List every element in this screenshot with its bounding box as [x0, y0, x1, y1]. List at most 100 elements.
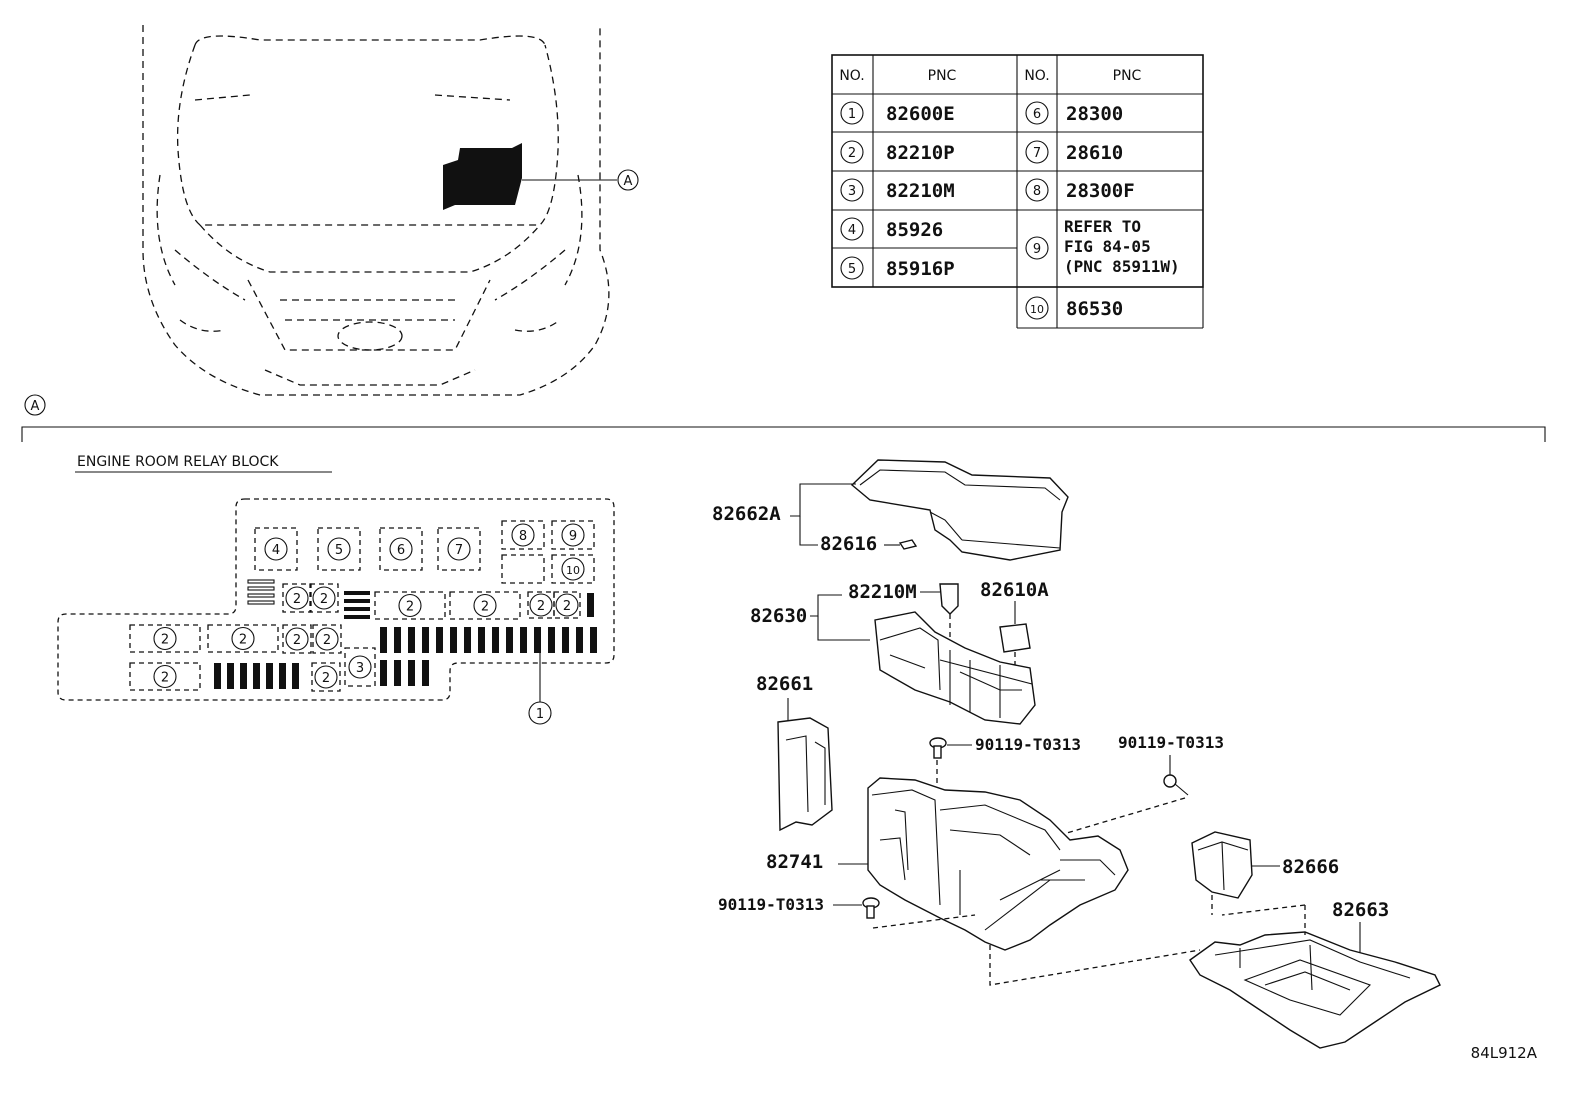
relay-slot-box — [312, 624, 342, 654]
relay-slot-circle — [285, 627, 309, 651]
relay-slot-circle — [389, 537, 413, 561]
fuse-bar — [279, 663, 286, 689]
fuse-bar — [422, 627, 429, 653]
bolt-1-part — [929, 737, 947, 759]
section-a-frame: A — [21, 394, 1546, 442]
relay-slot-label: 2 — [161, 671, 169, 686]
table-no-circle — [840, 217, 864, 241]
table-no-circle — [1025, 140, 1049, 164]
cover-part — [850, 459, 1069, 561]
table-no-circle — [1025, 296, 1049, 320]
table-header-pnc-left: PNC — [928, 68, 957, 84]
relay-slot-label: 3 — [356, 661, 364, 676]
relay-m-part — [939, 583, 959, 615]
relay-slot-box — [282, 583, 312, 613]
fuse-bar — [227, 663, 234, 689]
label-bracket: 82661 — [756, 673, 813, 695]
table-pnc: 28300F — [1066, 180, 1135, 202]
mini-fuse-slot — [247, 600, 275, 605]
relay-slot-box — [551, 520, 595, 550]
relay-slot-circle — [473, 593, 497, 618]
fuse-bar — [214, 663, 221, 689]
fuse-bar — [562, 627, 569, 653]
relay-slot-box — [551, 554, 595, 584]
relay-slot-circle — [231, 626, 255, 651]
label-relay-m: 82210M — [848, 581, 917, 603]
fuse-bar — [394, 660, 401, 686]
relay-slot-box — [311, 662, 341, 692]
relay-slot-circle — [285, 586, 309, 610]
label-bolt-2: 90119-T0313 — [1118, 733, 1224, 752]
relay-slot-box — [374, 591, 446, 620]
mini-fuse-slot — [247, 586, 275, 591]
label-tray: 82663 — [1332, 899, 1389, 921]
relay-slot-box — [317, 527, 361, 571]
bolt-3-part — [862, 897, 880, 919]
relay-slot-box — [437, 527, 481, 571]
label-bolt-1: 90119-T0313 — [975, 735, 1081, 754]
relay-slot-box — [207, 624, 279, 653]
side-part — [1191, 831, 1253, 899]
fuse-bar — [408, 627, 415, 653]
relay-slot-box — [553, 591, 581, 619]
relay-slot-box — [254, 527, 298, 571]
table-pnc: 85916P — [886, 258, 955, 280]
relay-slot-circle — [327, 537, 351, 561]
relay-slot-box — [501, 520, 545, 550]
table-pnc: 86530 — [1066, 298, 1123, 320]
clip-part — [898, 539, 918, 550]
relay-slot-circle — [398, 593, 422, 618]
table-no: 2 — [848, 146, 856, 161]
relay-slot-label: 2 — [293, 592, 301, 607]
relay-slot-circle — [447, 537, 471, 561]
table-no-circle — [840, 101, 864, 125]
table-pnc: 28300 — [1066, 103, 1123, 125]
table-pnc: 85926 — [886, 219, 943, 241]
table-no-circle — [840, 140, 864, 164]
label-bolt-3: 90119-T0313 — [718, 895, 824, 914]
relay-slot-label: 2 — [323, 633, 331, 648]
table-no: 5 — [848, 262, 856, 277]
car-front-view: A — [142, 25, 639, 396]
table-no-circle — [1025, 101, 1049, 125]
fuse-bar — [587, 593, 594, 617]
table-no-circle — [840, 256, 864, 280]
label-lower-box: 82741 — [766, 851, 823, 873]
fuse-bar — [520, 627, 527, 653]
table-no-circle — [840, 178, 864, 202]
relay-slot-label: 10 — [566, 564, 580, 577]
exploded-parts: 82662A 82616 82210M 82610A 82630 — [712, 459, 1441, 1049]
table-pnc: 82600E — [886, 103, 955, 125]
relay-slot-circle — [511, 523, 535, 547]
table-no: 3 — [848, 184, 856, 199]
figure-id: 84L912A — [1471, 1044, 1538, 1062]
relay-slot-label: 2 — [320, 592, 328, 607]
mini-fuse-slot — [247, 593, 275, 598]
table-no: 4 — [848, 223, 856, 238]
fuse-bar — [266, 663, 273, 689]
mini-fuse-filled — [344, 591, 370, 595]
fuse-bar — [576, 627, 583, 653]
relay-slot-label: 2 — [322, 671, 330, 686]
table-pnc: 82210M — [886, 180, 955, 202]
relay-slot-label: 2 — [563, 599, 571, 614]
fuse-bar — [408, 660, 415, 686]
table-note-line: FIG 84-05 — [1064, 237, 1151, 256]
table-header-no-left: NO. — [839, 68, 864, 84]
fuse-bar — [548, 627, 555, 653]
fuse-bar — [292, 663, 299, 689]
view-marker-circle — [617, 169, 639, 191]
relay-slot-label: 7 — [455, 543, 463, 558]
lower-box-part — [867, 777, 1129, 951]
fuse-bar — [450, 627, 457, 653]
fuse-bar — [240, 663, 247, 689]
bracket-part — [777, 717, 833, 832]
relay-block-location-mark — [443, 143, 522, 210]
section-marker-label: A — [31, 399, 40, 414]
relay-callout-label: 1 — [536, 707, 544, 722]
label-cover: 82662A — [712, 503, 781, 525]
